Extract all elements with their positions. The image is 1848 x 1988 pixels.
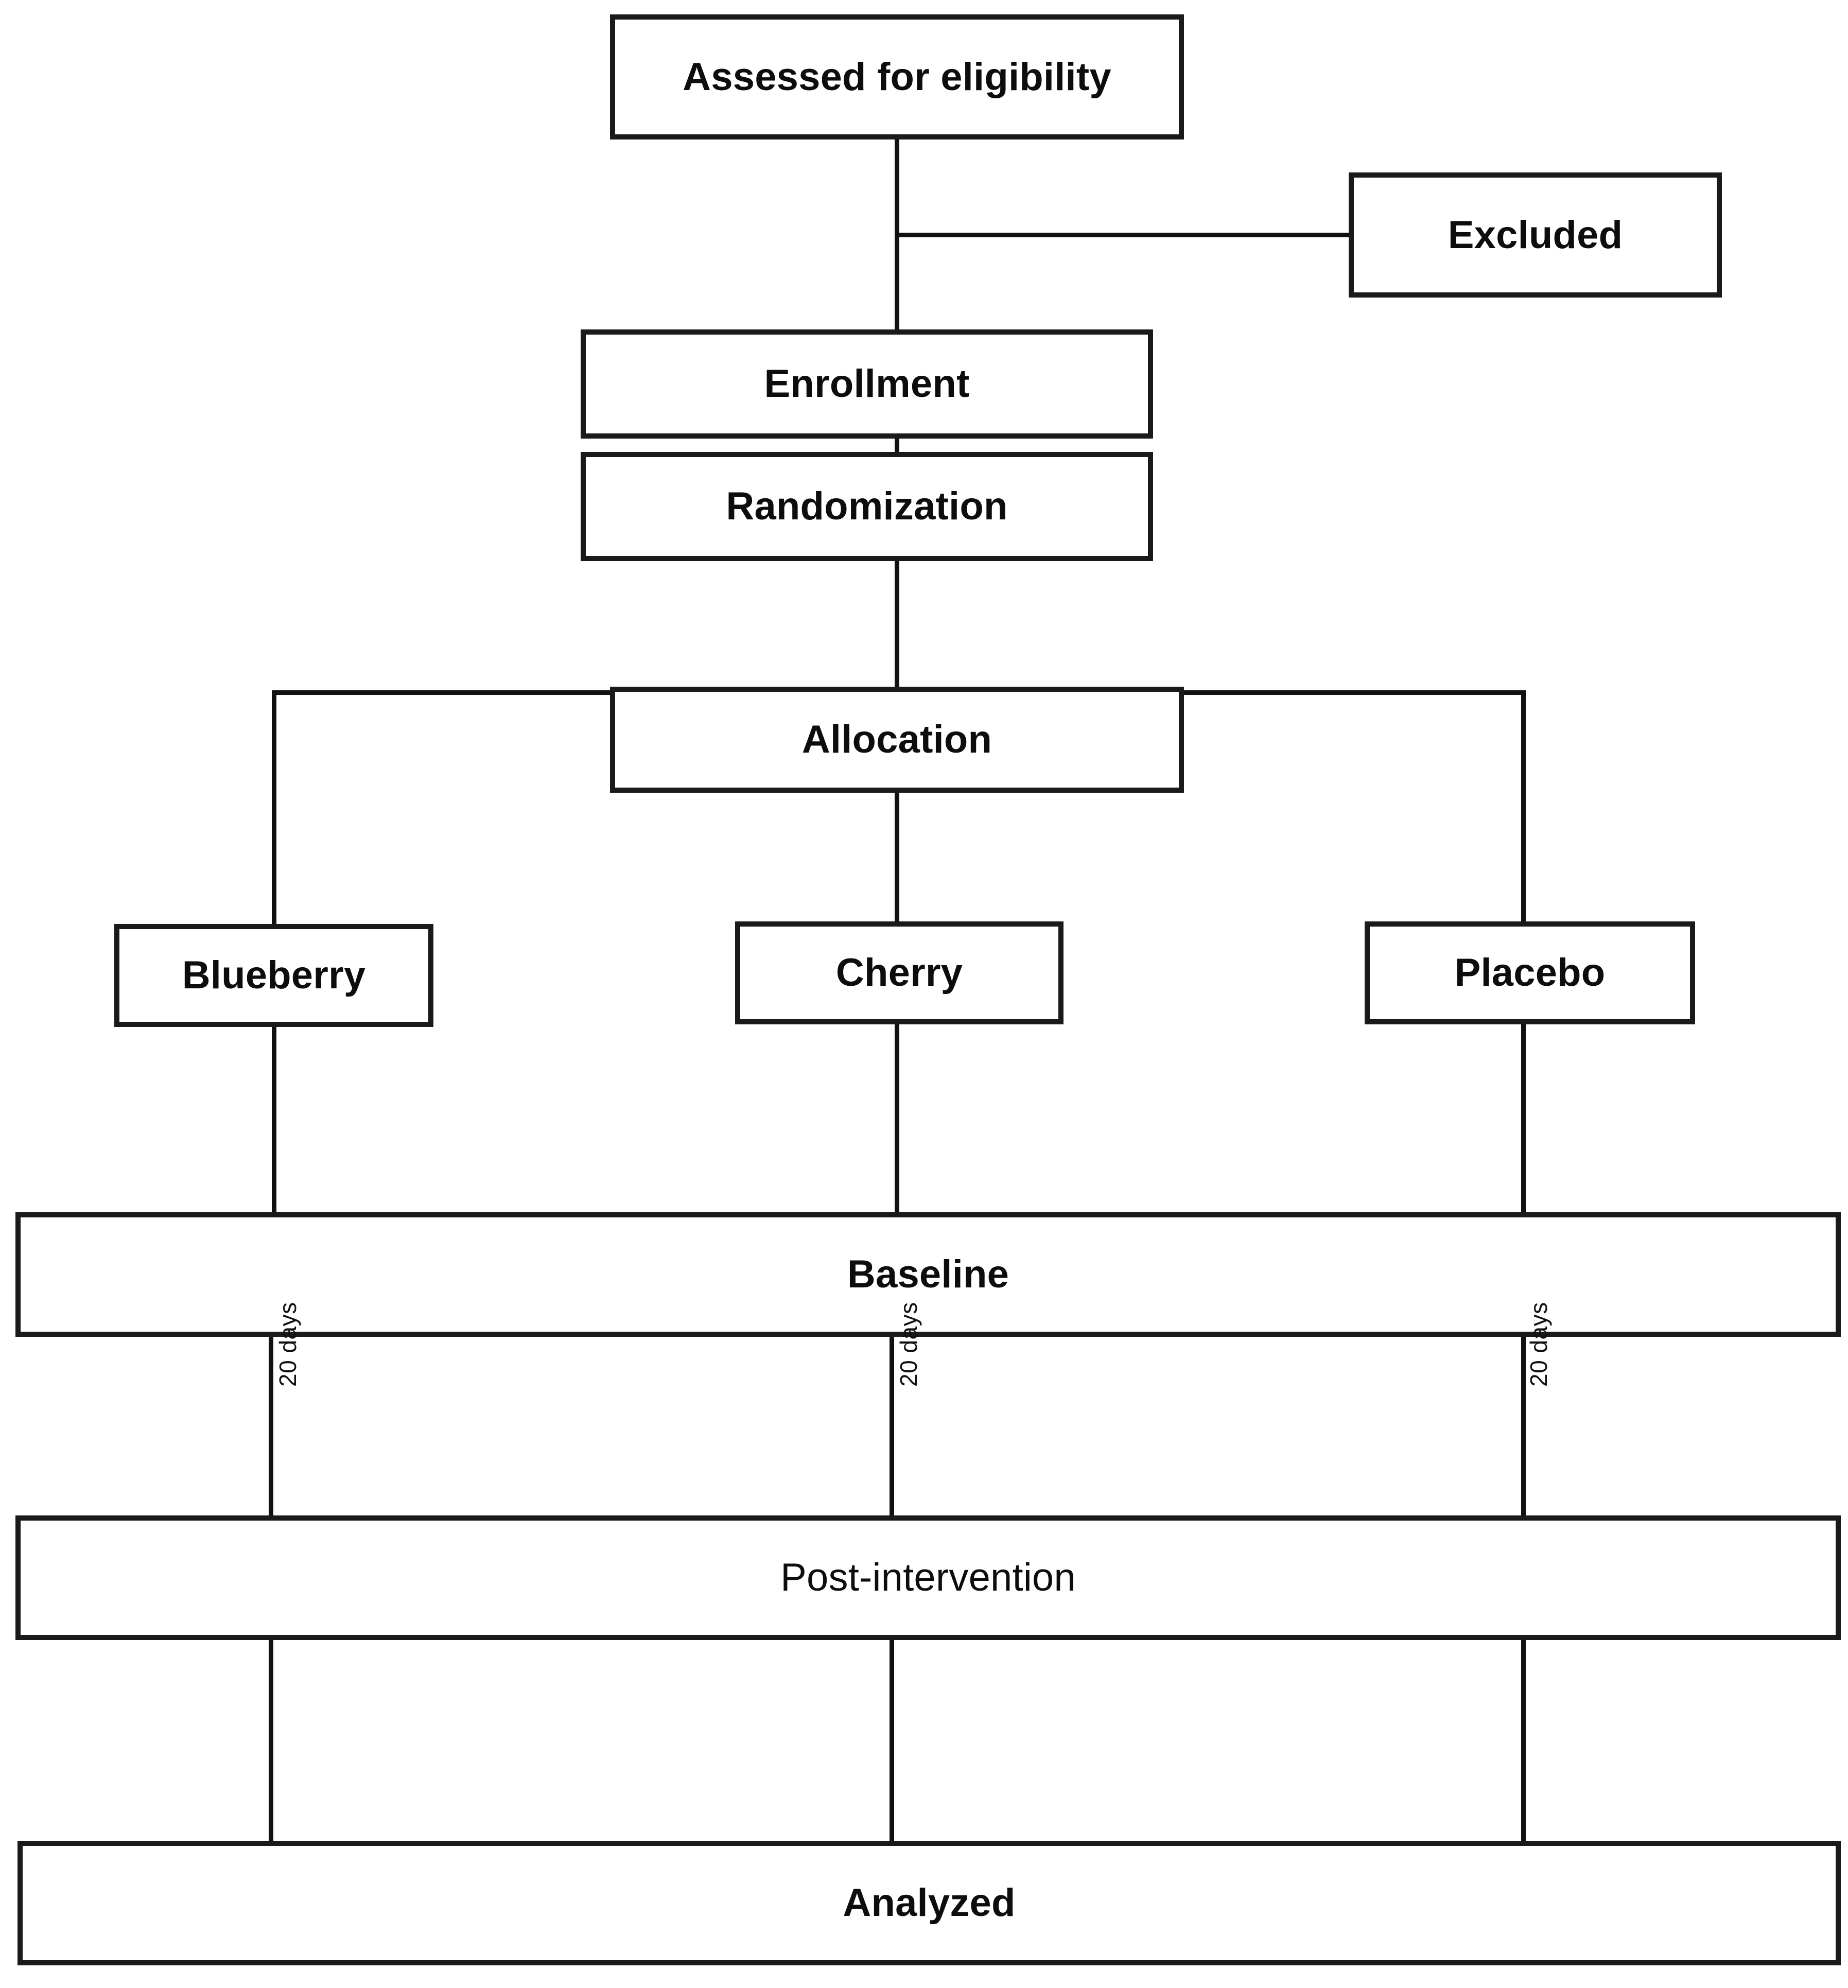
connector-placebo-to-baseline bbox=[1521, 1021, 1526, 1215]
connector-baseline-to-post-placebo bbox=[1521, 1334, 1526, 1517]
connector-allocation-to-placebo bbox=[1521, 690, 1526, 927]
node-allocation-label: Allocation bbox=[801, 718, 992, 761]
connector-allocation-to-blueberry bbox=[272, 690, 276, 927]
connector-post-to-analyzed-cherry bbox=[890, 1637, 894, 1842]
connector-post-to-analyzed-blueberry bbox=[269, 1637, 273, 1842]
node-post-intervention[interactable]: Post-intervention bbox=[15, 1515, 1841, 1640]
node-randomization[interactable]: Randomization bbox=[581, 452, 1153, 561]
node-post-intervention-label: Post-intervention bbox=[780, 1556, 1076, 1599]
duration-label-blueberry: 20 days bbox=[274, 1302, 301, 1387]
node-excluded[interactable]: Excluded bbox=[1349, 172, 1722, 298]
duration-label-cherry: 20 days bbox=[895, 1302, 922, 1387]
node-enrollment[interactable]: Enrollment bbox=[581, 329, 1153, 439]
node-arm-blueberry[interactable]: Blueberry bbox=[114, 924, 433, 1027]
connector-post-to-analyzed-placebo bbox=[1521, 1637, 1526, 1842]
node-baseline[interactable]: Baseline bbox=[15, 1212, 1841, 1337]
connector-baseline-to-post-blueberry bbox=[269, 1334, 273, 1517]
node-enrollment-label: Enrollment bbox=[764, 362, 970, 406]
connector-assessed-to-excluded bbox=[895, 233, 1353, 237]
node-arm-cherry[interactable]: Cherry bbox=[735, 921, 1064, 1024]
connector-cherry-to-baseline bbox=[895, 1021, 899, 1215]
node-analyzed[interactable]: Analyzed bbox=[18, 1841, 1841, 1965]
node-arm-blueberry-label: Blueberry bbox=[182, 953, 366, 997]
connector-enrollment-to-randomization bbox=[895, 437, 899, 454]
connector-baseline-to-post-cherry bbox=[890, 1334, 894, 1517]
duration-label-placebo: 20 days bbox=[1525, 1302, 1552, 1387]
connector-allocation-to-cherry bbox=[895, 791, 899, 927]
node-analyzed-label: Analyzed bbox=[843, 1881, 1016, 1925]
node-assessed-for-eligibility-label: Assessed for eligibility bbox=[683, 55, 1111, 99]
connector-randomization-to-allocation bbox=[895, 559, 899, 694]
node-assessed-for-eligibility[interactable]: Assessed for eligibility bbox=[610, 14, 1184, 139]
node-arm-placebo-label: Placebo bbox=[1454, 951, 1606, 995]
node-allocation[interactable]: Allocation bbox=[610, 687, 1184, 793]
node-randomization-label: Randomization bbox=[726, 484, 1008, 528]
connector-blueberry-to-baseline bbox=[272, 1023, 276, 1215]
node-arm-placebo[interactable]: Placebo bbox=[1365, 921, 1695, 1024]
node-arm-cherry-label: Cherry bbox=[835, 951, 963, 995]
node-baseline-label: Baseline bbox=[847, 1252, 1009, 1296]
node-excluded-label: Excluded bbox=[1448, 213, 1623, 257]
